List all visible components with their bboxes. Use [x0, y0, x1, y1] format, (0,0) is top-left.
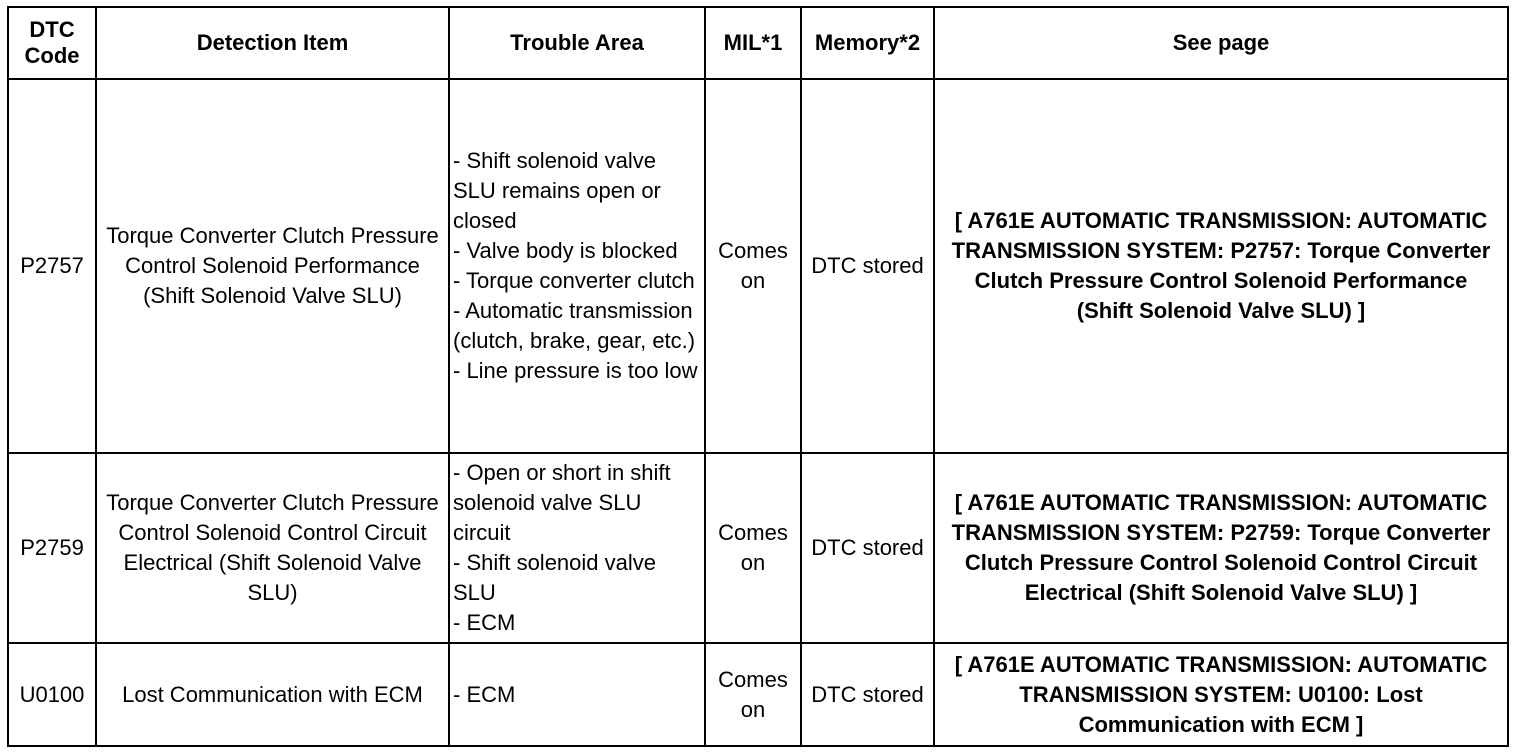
table-row: U0100 Lost Communication with ECM - ECM …: [7, 642, 1509, 747]
trouble-area-item: - Torque converter clutch: [453, 268, 695, 293]
header-memory: Memory*2: [800, 6, 935, 80]
trouble-area-item: - Line pressure is too low: [453, 358, 698, 383]
see-page-link[interactable]: [ A761E AUTOMATIC TRANSMISSION: AUTOMATI…: [933, 78, 1509, 454]
header-dtc-code-line2: Code: [24, 43, 80, 68]
trouble-area-item: - ECM: [453, 681, 516, 707]
header-mil: MIL*1: [704, 6, 802, 80]
trouble-area-cell: - ECM: [448, 642, 706, 747]
see-page-link[interactable]: [ A761E AUTOMATIC TRANSMISSION: AUTOMATI…: [933, 642, 1509, 747]
header-row: DTC Code Detection Item Trouble Area MIL…: [7, 6, 1509, 80]
detection-item-cell: Torque Converter Clutch Pressure Control…: [95, 452, 450, 644]
memory-cell: DTC stored: [800, 452, 935, 644]
trouble-area-item: - Open or short in shift solenoid valve …: [453, 460, 671, 545]
memory-cell: DTC stored: [800, 642, 935, 747]
trouble-area-item: - Shift solenoid valve SLU remains open …: [453, 148, 661, 233]
header-see-page: See page: [933, 6, 1509, 80]
mil-cell: Comes on: [704, 78, 802, 454]
dtc-code-cell: P2759: [7, 452, 97, 644]
dtc-code-cell: U0100: [7, 642, 97, 747]
detection-item-cell: Torque Converter Clutch Pressure Control…: [95, 78, 450, 454]
header-dtc-code-line1: DTC: [29, 17, 75, 42]
trouble-area-cell: - Shift solenoid valve SLU remains open …: [448, 78, 706, 454]
header-trouble-area: Trouble Area: [448, 6, 706, 80]
header-dtc-code: DTC Code: [7, 6, 97, 80]
trouble-area-item: - ECM: [453, 610, 516, 635]
trouble-area-item: - Valve body is blocked: [453, 238, 678, 263]
dtc-table: DTC Code Detection Item Trouble Area MIL…: [7, 6, 1509, 747]
mil-cell: Comes on: [704, 642, 802, 747]
trouble-area-item: - Shift solenoid valve SLU: [453, 550, 656, 605]
mil-cell: Comes on: [704, 452, 802, 644]
detection-item-cell: Lost Communication with ECM: [95, 642, 450, 747]
trouble-area-cell: - Open or short in shift solenoid valve …: [448, 452, 706, 644]
table-row: P2759 Torque Converter Clutch Pressure C…: [7, 452, 1509, 644]
see-page-link[interactable]: [ A761E AUTOMATIC TRANSMISSION: AUTOMATI…: [933, 452, 1509, 644]
table-row: P2757 Torque Converter Clutch Pressure C…: [7, 78, 1509, 454]
memory-cell: DTC stored: [800, 78, 935, 454]
header-detection-item: Detection Item: [95, 6, 450, 80]
trouble-area-item: - Automatic transmission (clutch, brake,…: [453, 298, 696, 353]
dtc-code-cell: P2757: [7, 78, 97, 454]
